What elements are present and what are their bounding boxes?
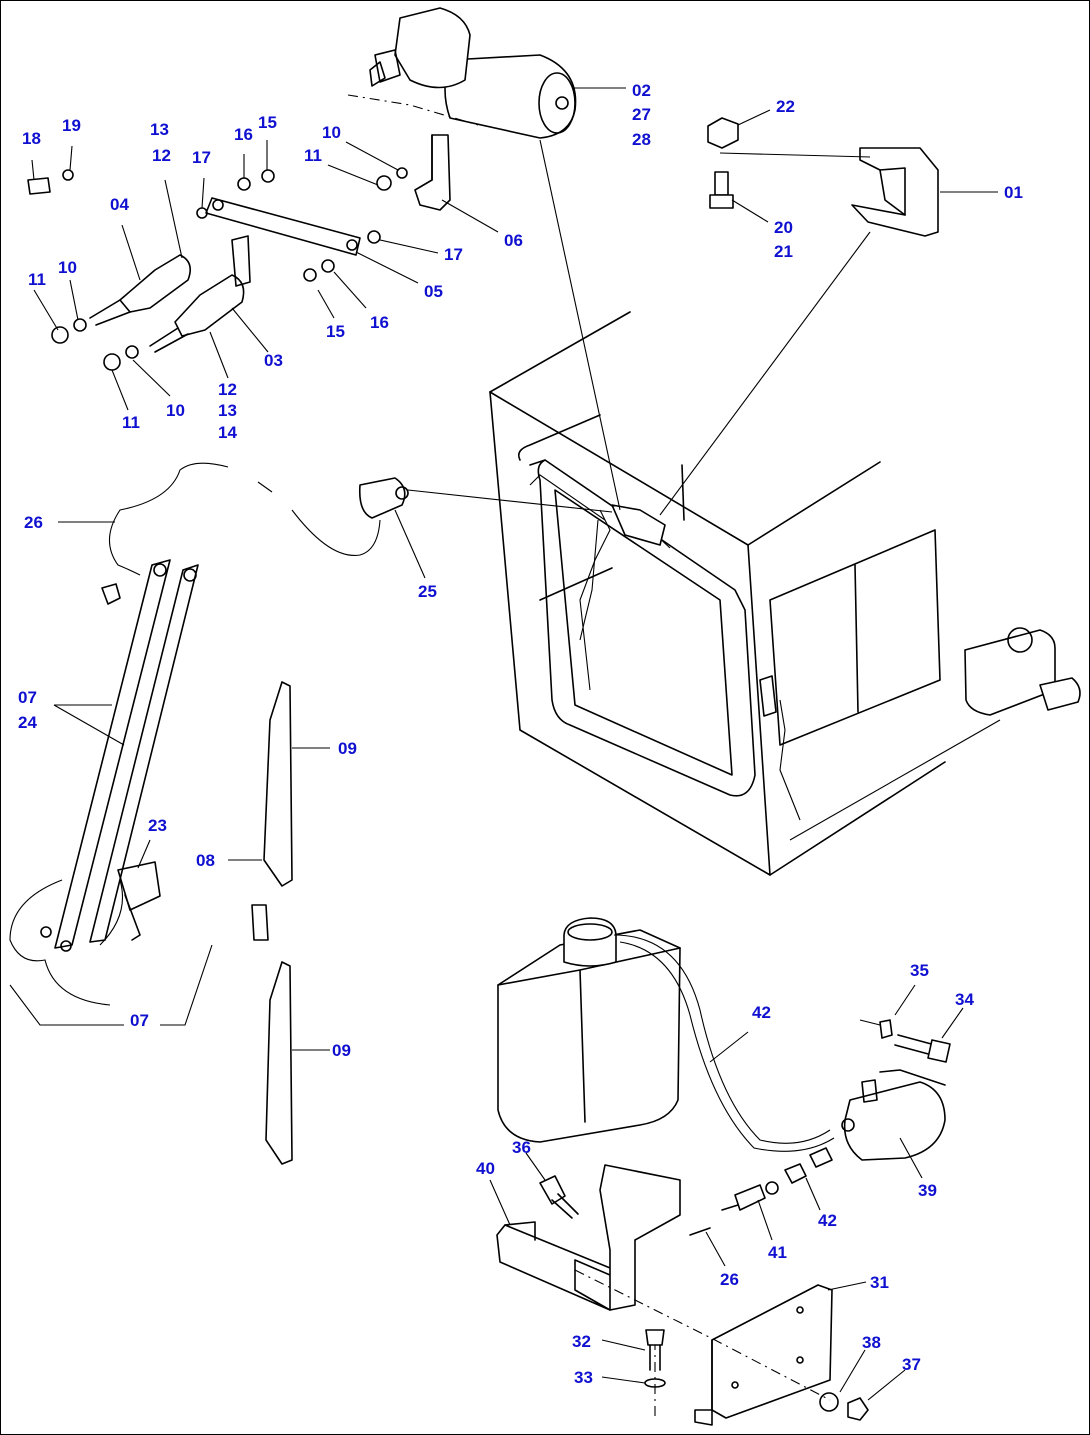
cab-outline <box>489 311 946 876</box>
wiper-blade-lower <box>265 961 293 1165</box>
callout: 20 <box>774 218 793 237</box>
callout: 07 <box>130 1011 149 1030</box>
callout: 08 <box>196 851 215 870</box>
callout: 40 <box>476 1159 495 1178</box>
nut <box>707 117 739 149</box>
callout: 42 <box>752 1003 771 1022</box>
leader-bracket <box>659 231 871 516</box>
callout: 07 <box>18 688 37 707</box>
motor-bracket <box>414 134 451 211</box>
pump-screw <box>859 1019 951 1063</box>
callout: 11 <box>28 270 46 289</box>
callout: 41 <box>768 1243 787 1262</box>
callout: 10 <box>166 401 185 420</box>
plate-hardware <box>644 1329 869 1421</box>
washer-pump <box>841 1069 946 1161</box>
callout: 26 <box>720 1270 739 1289</box>
wiper-pivot-upper <box>89 254 191 326</box>
callout: 14 <box>218 423 237 442</box>
cable <box>101 462 273 605</box>
callout: 11 <box>304 146 322 165</box>
leader-nut <box>719 152 871 158</box>
callout: 16 <box>234 125 253 144</box>
callout: 23 <box>148 816 167 835</box>
callout: 39 <box>918 1181 937 1200</box>
bolt <box>709 171 734 209</box>
callout: 17 <box>192 148 211 167</box>
mount-bracket <box>851 147 939 237</box>
interval-switch <box>291 477 409 556</box>
blade-adapter <box>251 904 269 941</box>
callout: 37 <box>902 1355 921 1374</box>
hose-connectors <box>689 1147 833 1236</box>
callout: 32 <box>572 1332 591 1351</box>
callout: 16 <box>370 313 389 332</box>
callout: 15 <box>258 113 277 132</box>
wiring-harness <box>529 474 1001 841</box>
callout: 38 <box>862 1333 881 1352</box>
callout-labels: 02 27 28 22 01 20 21 18 19 13 12 16 15 1… <box>18 81 1023 1387</box>
callout: 28 <box>632 130 651 149</box>
callout: 31 <box>870 1273 889 1292</box>
callout: 09 <box>332 1041 351 1060</box>
washer-nut-set <box>27 167 408 371</box>
callout: 02 <box>632 81 651 100</box>
callout: 24 <box>18 713 37 732</box>
callout: 12 <box>152 146 171 165</box>
callout: 19 <box>62 116 81 135</box>
callout: 26 <box>24 513 43 532</box>
wiper-blade-upper <box>263 681 293 887</box>
callout: 42 <box>818 1211 837 1230</box>
tank-bracket <box>496 1164 681 1311</box>
callout: 11 <box>122 413 140 432</box>
callout: 10 <box>58 258 77 277</box>
wiper-arm-set <box>9 559 199 1006</box>
callout: 13 <box>150 120 169 139</box>
wiper-motor <box>347 7 577 139</box>
callout: 12 <box>218 380 237 399</box>
callout: 04 <box>110 195 129 214</box>
small-washer-tank <box>964 627 1081 716</box>
callout: 25 <box>418 582 437 601</box>
callout: 21 <box>774 242 793 261</box>
callout: 01 <box>1004 183 1023 202</box>
linkage-rod <box>205 197 361 256</box>
callout: 34 <box>955 990 974 1009</box>
leader-motor <box>539 139 621 511</box>
leader-switch <box>407 489 613 513</box>
callout: 05 <box>424 282 443 301</box>
callout: 35 <box>910 961 929 980</box>
leader-lines <box>9 87 998 1401</box>
callout: 22 <box>776 97 795 116</box>
callout: 33 <box>574 1368 593 1387</box>
callout: 03 <box>264 351 283 370</box>
drain-screw <box>539 1175 579 1219</box>
callout: 09 <box>338 739 357 758</box>
callout: 27 <box>632 105 651 124</box>
washer-tank <box>497 917 835 1152</box>
callout: 10 <box>322 123 341 142</box>
callout: 15 <box>326 322 345 341</box>
callout: 06 <box>504 231 523 250</box>
callout: 18 <box>22 129 41 148</box>
wiper-pivot-lower <box>149 235 251 353</box>
callout: 17 <box>444 245 463 264</box>
callout: 13 <box>218 401 237 420</box>
callout: 36 <box>512 1138 531 1157</box>
